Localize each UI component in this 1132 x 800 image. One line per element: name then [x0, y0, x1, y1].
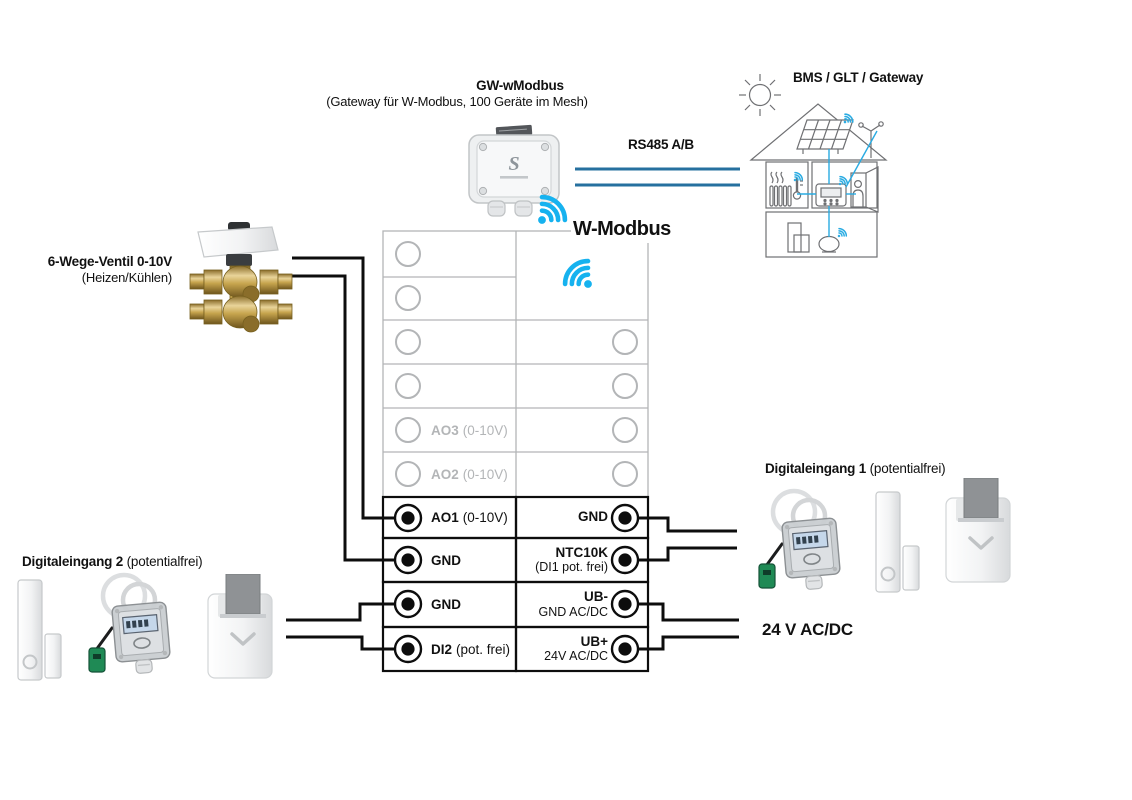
wire-ntc-di1	[625, 546, 737, 562]
gateway-subtitle: (Gateway für W-Modbus, 100 Geräte im Mes…	[326, 94, 588, 109]
di2-title: Digitaleingang 2	[22, 554, 124, 569]
s-logo: S	[508, 153, 519, 175]
wifi-icon	[548, 246, 600, 290]
valve-subtitle: (Heizen/Kühlen)	[81, 270, 172, 285]
roof	[749, 103, 888, 161]
door-contact-image	[17, 579, 62, 681]
cable-glands	[487, 200, 533, 217]
valve-title: 6-Wege-Ventil 0-10V	[47, 254, 172, 269]
terminal-label-ntc10k: NTC10K (DI1 pot. frei)	[535, 544, 608, 574]
gateway-title: GW-wModbus	[476, 78, 564, 93]
bms-label: BMS / GLT / Gateway	[793, 70, 924, 85]
terminal-label-ub-plus: UB+ 24V AC/DC	[544, 633, 608, 663]
house-network-lines	[797, 130, 878, 237]
power-label: 24 V AC/DC	[762, 620, 853, 639]
bms-house-illustration	[739, 74, 888, 258]
wire-di2-gnd	[286, 602, 408, 622]
di2-label: Digitaleingang 2 (potentialfrei)	[22, 554, 203, 569]
connection-wires	[286, 256, 739, 651]
solar-panel	[796, 119, 854, 154]
di1-title: Digitaleingang 1	[765, 461, 867, 476]
terminal-label-gnd-2: GND	[431, 597, 461, 612]
card-switch-image	[206, 574, 274, 680]
rs485-label: RS485 A/B	[628, 137, 694, 152]
wire-gnd-di1	[625, 516, 737, 533]
radio-sensor-image	[82, 566, 182, 686]
terminal-label-ao2: AO2 (0-10V)	[431, 467, 508, 482]
terminal-grid-active	[381, 495, 650, 673]
wire-valve-gnd	[292, 274, 408, 562]
thermometer-icon	[792, 178, 803, 200]
wire-valve-ao1	[292, 256, 408, 520]
terminal-label-ao3: AO3 (0-10V)	[431, 422, 508, 438]
gateway-device-image: S	[468, 124, 560, 217]
active-terminals	[393, 503, 640, 664]
wire-ubplus-power	[625, 635, 739, 651]
radio-sensor-image	[752, 482, 852, 602]
di2-subtitle: (potentialfrei)	[126, 554, 203, 569]
terminal-label-ao1: AO1 (0-10V)	[431, 510, 508, 525]
valve-ports	[189, 265, 293, 333]
rs485-bus-lines	[575, 167, 740, 187]
di1-label: Digitaleingang 1 (potentialfrei)	[765, 461, 946, 476]
terminal-label-gnd-1: GND	[431, 552, 461, 568]
controller-panel	[815, 183, 847, 207]
sun-icon	[739, 74, 781, 116]
radiator	[769, 171, 792, 207]
door-with-person	[850, 166, 879, 213]
terminal-label-gnd-right: GND	[578, 509, 608, 525]
storage-tanks	[787, 222, 810, 253]
di1-subtitle: (potentialfrei)	[869, 461, 946, 476]
card-switch-image	[944, 478, 1012, 584]
door-contact-image	[875, 491, 920, 593]
wmodbus-label: W-Modbus	[571, 218, 676, 243]
terminal-label-ub-minus: UB- GND AC/DC	[538, 589, 608, 619]
terminal-label-di2: DI2 (pot. frei)	[431, 641, 511, 657]
valve-image	[189, 222, 293, 333]
wire-ubminus-power	[625, 602, 739, 622]
wire-di2-di2	[286, 635, 408, 651]
inactive-terminal-circles	[395, 241, 638, 487]
weather-antenna	[858, 121, 884, 158]
pot-device	[818, 235, 840, 253]
